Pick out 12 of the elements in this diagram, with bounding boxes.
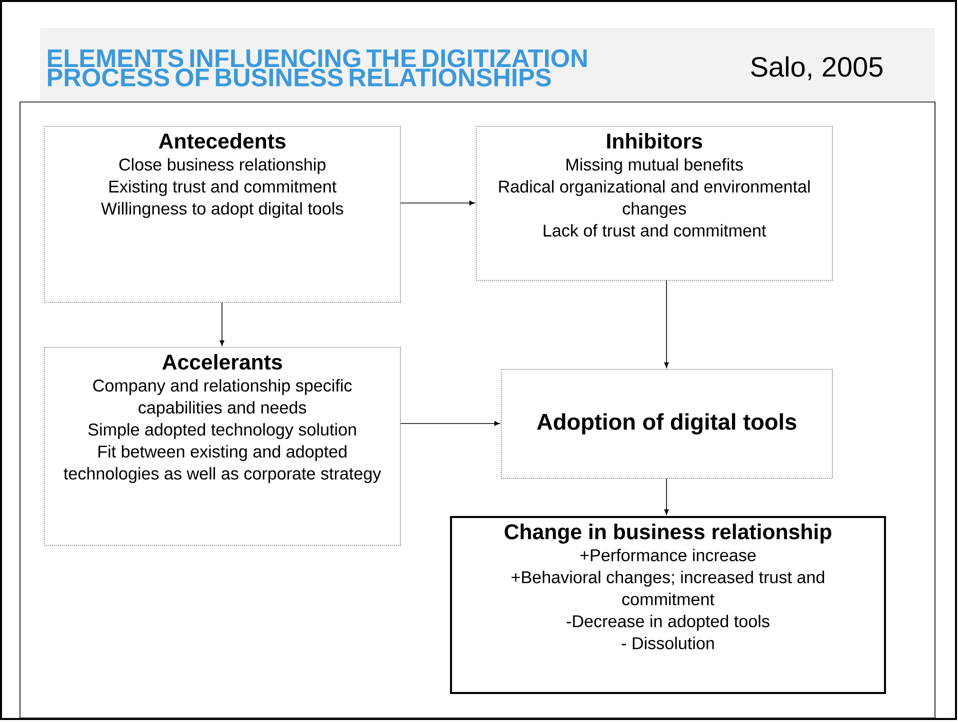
citation: Salo, 2005 [751,56,882,80]
factor-box: Inhibitors Missing mutual benefits Radical organizational and environmental changes Lack of trust and commitment [476,126,833,281]
factor-box: Adoption of digital tools [501,369,833,479]
arrow [400,200,475,206]
factor-box: Antecedents Close business relationship Existing trust and commitment Willingness to adopt digital tools [44,126,401,303]
arrow [220,302,224,346]
factor-box: Accelerants Company and relationship specific capabilities and needs Simple adopted technology solution Fit between existing and adopted technologies as well as corporate strategy [44,347,401,546]
arrow [664,478,669,515]
arrow [664,280,669,368]
arrow [400,421,500,426]
title: ELEMENTS INFLUENCING THE DIGITIZATION PROCESS OF BUSINESS RELATIONSHIPS [48,49,587,86]
outcome-box: Change in business relationship +Performance increase +Behavioral changes; increased trust and commitment -Decrease in adopted tools - Dissolution [450,516,886,694]
